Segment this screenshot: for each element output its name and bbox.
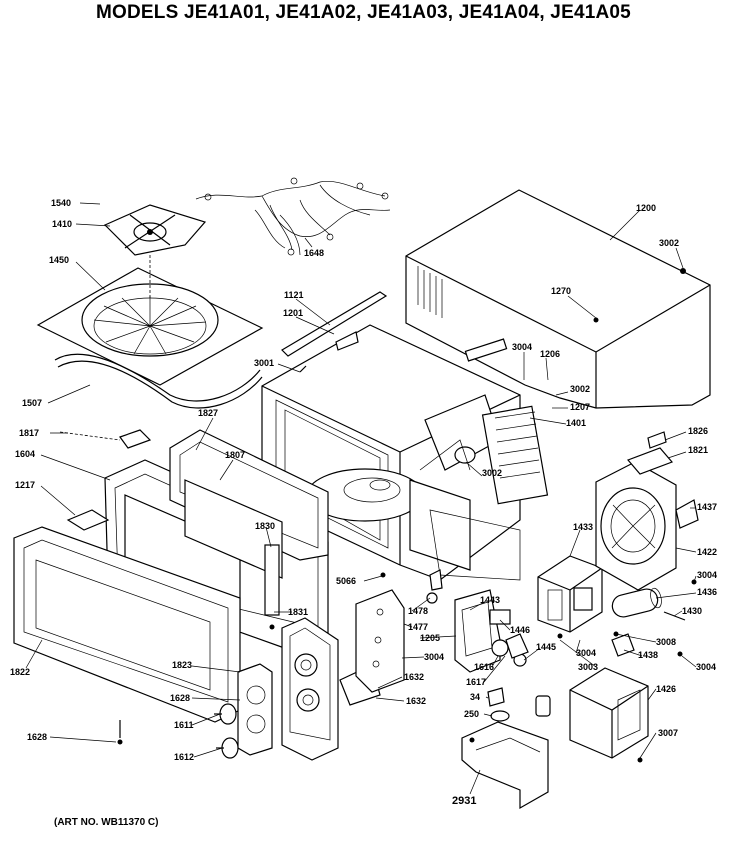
label-1823: 1823 [172, 660, 192, 670]
label-3003: 3003 [578, 662, 598, 672]
label-1648: 1648 [304, 248, 324, 258]
label-3002-mid: 3002 [570, 384, 590, 394]
label-1612: 1612 [174, 752, 194, 762]
label-1807: 1807 [225, 450, 245, 460]
stirrer-cover [36, 255, 264, 409]
label-1616: 1616 [474, 662, 494, 672]
label-1611: 1611 [174, 720, 194, 730]
label-1628-b: 1628 [27, 732, 47, 742]
label-1426: 1426 [656, 684, 676, 694]
label-1410: 1410 [52, 219, 72, 229]
art-number: (ART NO. WB11370 C) [54, 817, 159, 828]
label-1826: 1826 [688, 426, 708, 436]
label-1830: 1830 [255, 521, 275, 531]
label-1433: 1433 [573, 522, 593, 532]
label-3008: 3008 [656, 637, 676, 647]
label-1632-a: 1632 [404, 672, 424, 682]
label-5066: 5066 [336, 576, 356, 586]
label-1270: 1270 [551, 286, 571, 296]
label-1438: 1438 [638, 650, 658, 660]
label-1477: 1477 [408, 622, 428, 632]
label-3004-b: 3004 [697, 570, 717, 580]
label-3004-d: 3004 [576, 648, 596, 658]
waveguide-assembly [461, 687, 551, 810]
label-1628-a: 1628 [170, 693, 190, 703]
label-1540: 1540 [51, 198, 71, 208]
label-1817: 1817 [19, 428, 39, 438]
label-1207: 1207 [570, 402, 590, 412]
label-250: 250 [464, 709, 479, 719]
label-1121: 1121 [284, 290, 304, 300]
label-1217: 1217 [15, 480, 35, 490]
label-1201: 1201 [283, 308, 303, 318]
label-1436: 1436 [697, 587, 717, 597]
label-1200: 1200 [636, 203, 656, 213]
transformer [537, 555, 603, 633]
label-1205: 1205 [420, 633, 440, 643]
label-1831: 1831 [288, 607, 308, 617]
label-1422: 1422 [697, 547, 717, 557]
label-3004-e: 3004 [696, 662, 716, 672]
label-1445: 1445 [536, 642, 556, 652]
label-3007: 3007 [658, 728, 678, 738]
label-1478: 1478 [408, 606, 428, 616]
label-1430: 1430 [682, 606, 702, 616]
label-1827: 1827 [198, 408, 218, 418]
label-1632-b: 1632 [406, 696, 426, 706]
diagram-title: MODELS JE41A01, JE41A02, JE41A03, JE41A0… [96, 2, 631, 23]
label-3002-low: 3002 [482, 468, 502, 478]
control-panel [214, 617, 381, 761]
label-2931: 2931 [452, 795, 476, 807]
label-3001: 3001 [254, 358, 274, 368]
label-1507: 1507 [22, 398, 42, 408]
wire-harness [195, 177, 391, 256]
label-1206: 1206 [540, 349, 560, 359]
outer-cabinet [405, 189, 711, 409]
label-1443: 1443 [480, 595, 500, 605]
label-1450: 1450 [49, 255, 69, 265]
label-3002-top: 3002 [659, 238, 679, 248]
part-labels: 1540 1410 1648 1450 1200 3002 1270 1121 … [10, 198, 717, 807]
stirrer-assembly [103, 204, 207, 256]
capacitor-diode [611, 579, 697, 657]
magnetron [569, 633, 649, 759]
label-1821: 1821 [688, 445, 708, 455]
label-1437: 1437 [697, 502, 717, 512]
mounting-rails [281, 291, 388, 373]
label-1822: 1822 [10, 667, 30, 677]
switch-bracket [355, 569, 443, 693]
label-1617: 1617 [466, 677, 486, 687]
label-3004-a: 3004 [512, 342, 532, 352]
fan-motor [595, 431, 699, 591]
label-3004-c: 3004 [424, 652, 444, 662]
label-1401: 1401 [566, 418, 586, 428]
leader-lines [25, 202, 697, 795]
label-34: 34 [470, 692, 480, 702]
label-1604: 1604 [15, 449, 35, 459]
label-1446: 1446 [510, 625, 530, 635]
